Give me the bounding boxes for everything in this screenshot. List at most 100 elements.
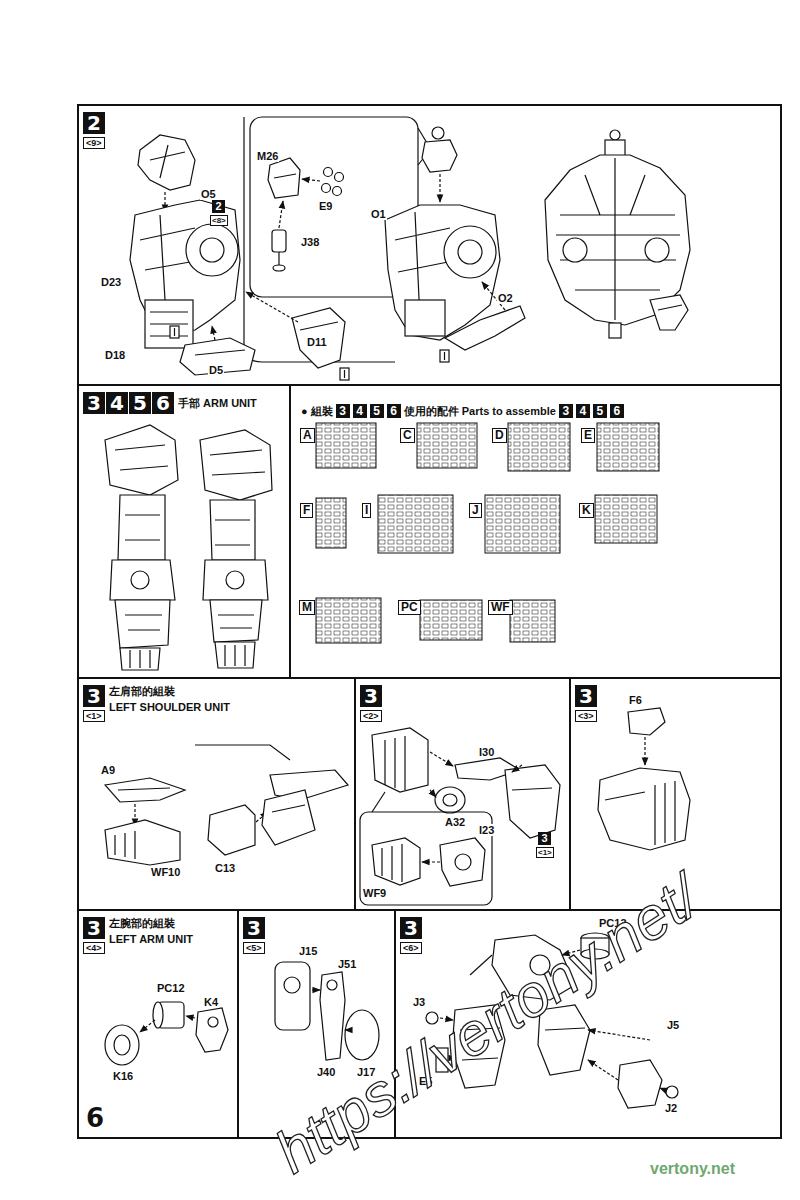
shoulder-step-2 bbox=[455, 854, 471, 870]
arm-assembled-front bbox=[115, 600, 170, 648]
arm-assembled-front bbox=[105, 425, 178, 495]
inner-subassembly bbox=[279, 201, 283, 228]
part-callout: J3 bbox=[412, 996, 426, 1008]
sub-step-number: <2> bbox=[360, 710, 382, 722]
shoulder-step-1 bbox=[262, 790, 315, 845]
runner-sprue bbox=[420, 600, 482, 640]
step-number: 3 bbox=[400, 917, 422, 939]
runner-sprue bbox=[597, 423, 659, 471]
arm-assembled-back bbox=[215, 520, 250, 545]
arm-assembled-back bbox=[210, 600, 262, 642]
shoulder-step-1 bbox=[105, 745, 348, 865]
step-panel: ● 組裝3456使用的配件 Parts to assemble3456 bbox=[290, 385, 781, 678]
arm-assembled-front bbox=[125, 515, 160, 540]
arm-step-4 bbox=[186, 1016, 195, 1018]
arm-step-6 bbox=[618, 1060, 662, 1108]
shoulder-step-2 bbox=[372, 838, 420, 885]
step-heading: 使用的配件 Parts to assemble bbox=[404, 404, 556, 418]
torso-assembled bbox=[556, 158, 680, 320]
part-callout: J51 bbox=[337, 958, 357, 970]
step-number-small: 6 bbox=[387, 404, 401, 418]
shoulder-step-2 bbox=[360, 728, 560, 905]
page-frame bbox=[78, 105, 781, 1138]
torso-assembled bbox=[658, 305, 682, 310]
arm-step-4 bbox=[105, 1025, 139, 1065]
torso-part-right bbox=[445, 306, 525, 350]
arm-step-6 bbox=[588, 1060, 618, 1080]
arm-step-5 bbox=[345, 1010, 379, 1060]
torso-part-right bbox=[385, 127, 525, 362]
torso-part-left bbox=[212, 326, 215, 340]
arm-step-5 bbox=[275, 962, 310, 1030]
part-callout: K4 bbox=[203, 996, 219, 1008]
shoulder-step-2 bbox=[435, 787, 465, 813]
runner-letter: K bbox=[579, 503, 594, 518]
step-number: 5 bbox=[129, 392, 151, 414]
torso-part-left bbox=[145, 300, 193, 348]
shoulder-step-2 bbox=[430, 752, 453, 766]
step-number: 3 bbox=[83, 685, 105, 707]
runner-sprue bbox=[417, 423, 477, 468]
arm-assembled-front bbox=[110, 560, 175, 600]
shoulder-step-2 bbox=[360, 812, 492, 905]
part-callout: A9 bbox=[100, 764, 116, 776]
torso-part-left bbox=[130, 135, 349, 380]
part-callout: M26 bbox=[256, 150, 279, 162]
arm-assembled-back bbox=[210, 450, 265, 475]
shoulder-step-1 bbox=[115, 831, 135, 859]
arm-step-4 bbox=[105, 1002, 228, 1065]
torso-assembled bbox=[650, 295, 688, 330]
part-callout: A32 bbox=[444, 816, 466, 828]
torso-part-right bbox=[439, 174, 440, 202]
shoulder-step-1 bbox=[105, 820, 180, 865]
step-panel: 2<9> bbox=[78, 105, 781, 385]
shoulder-step-3 bbox=[598, 708, 690, 850]
shoulder-step-2 bbox=[440, 838, 485, 886]
runner-sprue bbox=[508, 423, 570, 471]
part-callout: D11 bbox=[306, 336, 328, 348]
torso-part-left bbox=[300, 322, 338, 330]
runner-sprue bbox=[316, 498, 346, 548]
arm-step-5 bbox=[284, 977, 300, 993]
runner-sprue bbox=[378, 495, 453, 553]
runner-letter: WF bbox=[488, 600, 513, 615]
shoulder-step-1 bbox=[272, 805, 305, 812]
shoulder-step-2 bbox=[505, 765, 560, 838]
shoulder-step-3 bbox=[644, 737, 645, 765]
step-number-small: 5 bbox=[370, 404, 384, 418]
arm-step-5 bbox=[275, 962, 379, 1060]
step-reference: <8> bbox=[210, 215, 228, 226]
torso-assembled bbox=[563, 238, 587, 262]
shoulder-step-2 bbox=[382, 844, 402, 882]
runner-sprue bbox=[316, 598, 381, 643]
step-heading: LEFT SHOULDER UNIT bbox=[109, 700, 230, 714]
runner-sprue bbox=[316, 423, 376, 468]
part-callout: WF10 bbox=[150, 866, 181, 878]
shoulder-step-1 bbox=[195, 745, 290, 760]
step-heading: LEFT ARM UNIT bbox=[109, 932, 193, 946]
arm-assembled-front bbox=[115, 445, 168, 470]
step-reference: 3 bbox=[538, 832, 551, 845]
arm-assembled-back bbox=[200, 430, 272, 500]
arm-assembled-back bbox=[225, 645, 245, 666]
part-callout: PC12 bbox=[156, 982, 186, 994]
shoulder-step-1 bbox=[118, 788, 170, 790]
part-callout: WF9 bbox=[362, 887, 387, 899]
part-callout: D23 bbox=[100, 276, 122, 288]
step-reference: <1> bbox=[536, 847, 554, 858]
inner-subassembly bbox=[273, 265, 285, 271]
arm-step-6 bbox=[588, 1030, 650, 1040]
torso-assembled bbox=[609, 323, 621, 338]
inner-subassembly bbox=[278, 252, 279, 266]
torso-part-left bbox=[340, 368, 349, 380]
step-number-small: 5 bbox=[593, 404, 607, 418]
sub-step-number: <6> bbox=[400, 942, 422, 954]
shoulder-step-3 bbox=[605, 781, 675, 845]
inner-subassembly bbox=[333, 187, 342, 196]
arm-assembled-back bbox=[226, 571, 244, 589]
part-callout: J40 bbox=[316, 1066, 336, 1078]
page-frame bbox=[78, 105, 781, 1138]
part-callout: J15 bbox=[298, 945, 318, 957]
shoulder-step-3 bbox=[628, 708, 665, 735]
part-callout: K16 bbox=[112, 1070, 134, 1082]
